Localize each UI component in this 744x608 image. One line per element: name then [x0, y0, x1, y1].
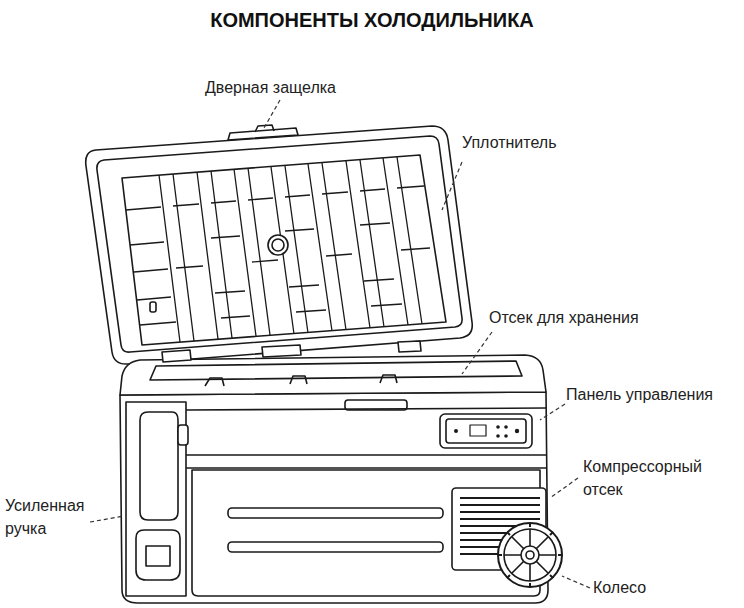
part-label: Дверная защелка	[205, 76, 336, 99]
part-label: Усиленная ручка	[5, 494, 97, 540]
part-label: Уплотнитель	[462, 131, 556, 154]
part-label: Панель управления	[566, 383, 713, 406]
title: КОМПОНЕНТЫ ХОЛОДИЛЬНИКА	[0, 8, 744, 32]
part-label: Отсек для хранения	[489, 306, 639, 329]
part-label: Компрессорный отсек	[583, 455, 723, 501]
part-label: Колесо	[593, 576, 646, 599]
leader-lines	[90, 100, 590, 588]
